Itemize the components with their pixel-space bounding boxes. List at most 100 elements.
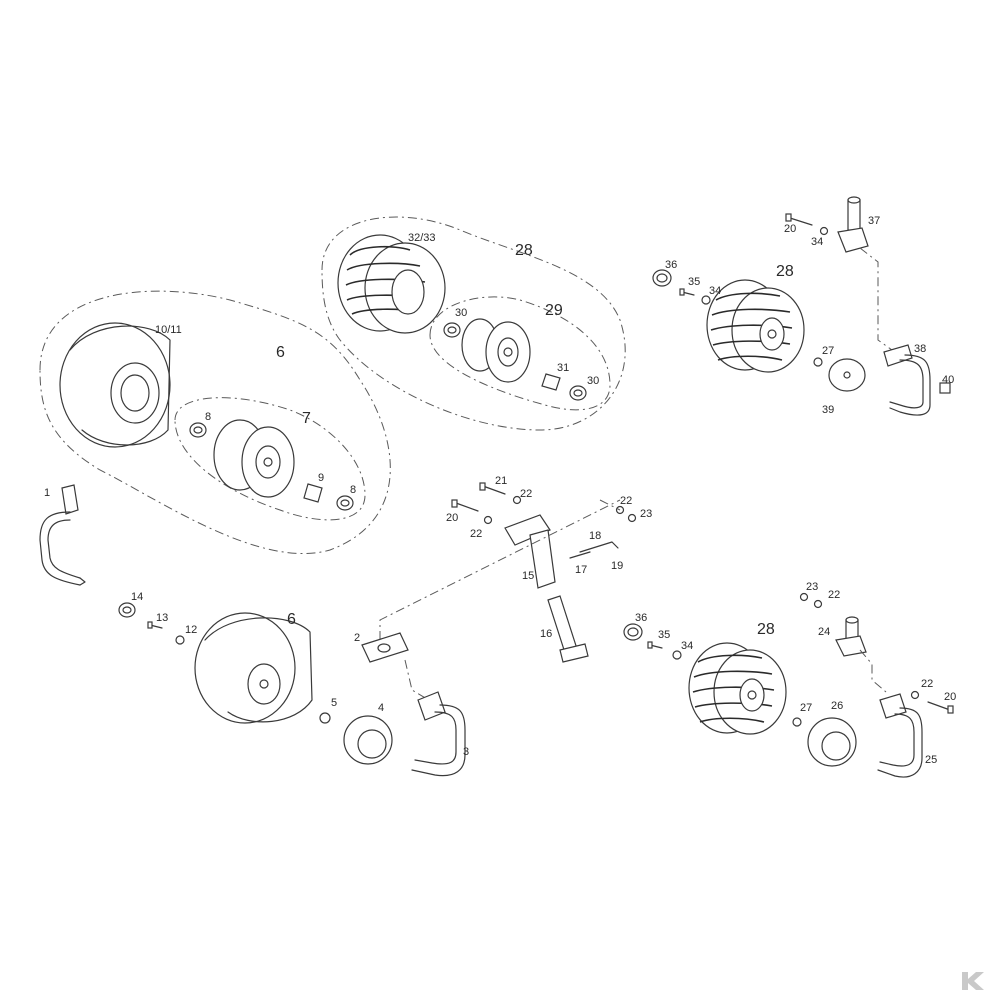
callout-20a: 20 <box>784 223 796 235</box>
cap-14 <box>118 602 136 618</box>
callout-15: 15 <box>522 570 534 582</box>
callout-38: 38 <box>914 343 926 355</box>
spacer-31 <box>541 373 561 391</box>
callout-22a: 22 <box>520 488 532 500</box>
tire-32-33 <box>337 234 446 334</box>
callout-36b: 36 <box>635 612 647 624</box>
callout-24: 24 <box>818 626 830 638</box>
washer-27a <box>813 357 823 367</box>
bolt-21 <box>479 482 506 495</box>
nut-22a <box>512 495 522 505</box>
callout-9: 9 <box>318 472 324 484</box>
callout-37: 37 <box>868 215 880 227</box>
callout-8b: 8 <box>350 484 356 496</box>
tire-6 <box>194 612 313 724</box>
nut-34a <box>819 226 829 236</box>
callout-34a: 34 <box>811 236 823 248</box>
nut-23b <box>799 592 809 602</box>
callout-7: 7 <box>302 410 311 427</box>
brand-logo-icon <box>962 972 984 990</box>
callout-6b: 6 <box>287 611 296 628</box>
callout-27a: 27 <box>822 345 834 357</box>
bearing-8b <box>336 495 354 511</box>
cap-40 <box>939 382 951 394</box>
assembly-group-6 <box>39 290 391 555</box>
callout-39: 39 <box>822 404 834 416</box>
callout-28a: 28 <box>515 242 533 259</box>
cap-36a <box>652 269 672 287</box>
callout-12: 12 <box>185 624 197 636</box>
callout-19: 19 <box>611 560 623 572</box>
fork-25 <box>877 693 923 778</box>
callout-20c: 20 <box>944 691 956 703</box>
callout-20b: 20 <box>446 512 458 524</box>
nut-12 <box>175 635 185 645</box>
nut-22e <box>910 690 920 700</box>
callout-35a: 35 <box>688 276 700 288</box>
callout-26: 26 <box>831 700 843 712</box>
callout-21: 21 <box>495 475 507 487</box>
bolt-20a <box>785 213 813 226</box>
bolt-35b <box>647 641 663 649</box>
callout-30a: 30 <box>455 307 467 319</box>
callout-14: 14 <box>131 591 143 603</box>
nut-22b <box>483 515 493 525</box>
callout-17: 17 <box>575 564 587 576</box>
callout-22d: 22 <box>828 589 840 601</box>
callout-23b: 23 <box>806 581 818 593</box>
callout-34c: 34 <box>681 640 693 652</box>
callout-3: 3 <box>463 746 469 758</box>
callout-40: 40 <box>942 374 954 386</box>
callout-30b: 30 <box>587 375 599 387</box>
bolt-13 <box>147 621 163 629</box>
cap-36b <box>623 623 643 641</box>
bracket-2 <box>361 632 409 663</box>
fork-1 <box>39 484 86 586</box>
bearing-8a <box>189 422 207 438</box>
callout-28b: 28 <box>776 263 794 280</box>
assembly-group-28 <box>321 216 626 431</box>
clip-17 <box>569 551 591 559</box>
callout-35b: 35 <box>658 629 670 641</box>
hubcap-4 <box>343 715 393 765</box>
nut-5 <box>319 712 331 724</box>
nut-22d <box>813 599 823 609</box>
pin-18 <box>579 541 619 553</box>
assembly-leader-37-38 <box>859 247 893 351</box>
callout-1: 1 <box>44 487 50 499</box>
tire-28b <box>706 279 805 373</box>
washer-27b <box>792 717 802 727</box>
bolt-20c <box>927 701 954 714</box>
callout-22c: 22 <box>620 495 632 507</box>
callout-5: 5 <box>331 697 337 709</box>
callout-34b: 34 <box>709 285 721 297</box>
callout-16: 16 <box>540 628 552 640</box>
callout-labels: 10/11 6 8 7 9 8 32/33 28 30 29 31 30 20 … <box>44 215 956 766</box>
fork-38 <box>883 344 931 416</box>
callout-31: 31 <box>557 362 569 374</box>
callout-10-11: 10/11 <box>155 324 182 336</box>
spacer-9 <box>303 483 323 503</box>
leg-16 <box>547 595 589 663</box>
rim-7 <box>213 419 295 498</box>
callout-13: 13 <box>156 612 168 624</box>
callout-36a: 36 <box>665 259 677 271</box>
bolt-35a <box>679 288 695 296</box>
callout-2: 2 <box>354 632 360 644</box>
callout-22b: 22 <box>470 528 482 540</box>
bracket-24 <box>835 616 867 657</box>
assembly-leader-2-15 <box>379 499 621 640</box>
callout-4: 4 <box>378 702 384 714</box>
callout-18: 18 <box>589 530 601 542</box>
bearing-30b <box>569 385 587 401</box>
rim-29 <box>461 318 531 383</box>
nut-34c <box>672 650 682 660</box>
fork-3 <box>411 691 466 777</box>
tire-10-11 <box>59 322 171 448</box>
hubcap-26 <box>807 717 857 767</box>
callout-25: 25 <box>925 754 937 766</box>
callout-32-33: 32/33 <box>408 232 436 244</box>
tire-28c <box>688 642 787 735</box>
bracket-15 <box>504 514 556 589</box>
callout-23a: 23 <box>640 508 652 520</box>
